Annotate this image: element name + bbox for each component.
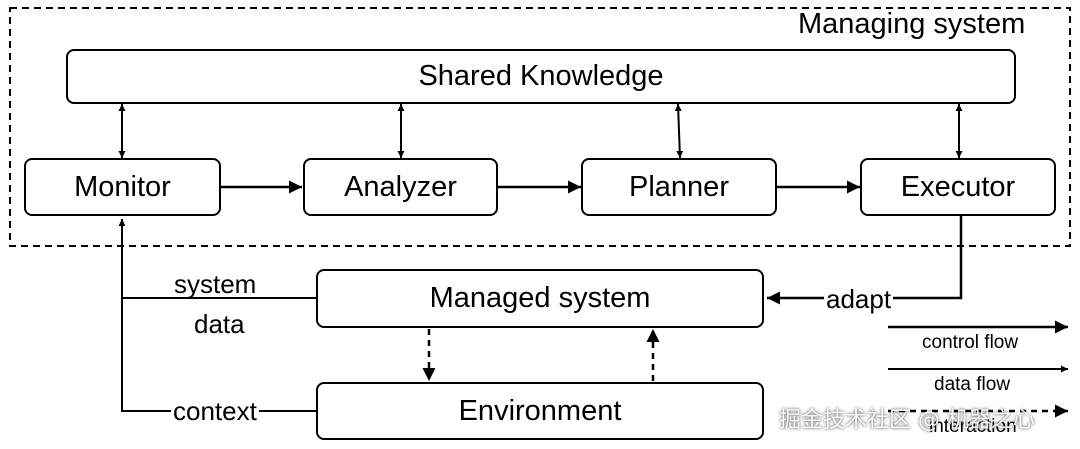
knowledge-planner-arrow (674, 103, 684, 159)
system-data-label-line1: system (172, 269, 259, 299)
system-data-label-line2: data (192, 309, 247, 339)
planner-box: Planner (581, 158, 777, 216)
executor-box: Executor (860, 158, 1056, 216)
watermark: 掘金技术社区 @ 机器之心 (779, 408, 1035, 433)
context-label: context (171, 396, 259, 426)
shared-knowledge-box: Shared Knowledge (66, 49, 1016, 104)
monitor-box: Monitor (24, 158, 221, 216)
managing-system-boundary (9, 7, 1071, 247)
legend-control-flow-label: control flow (922, 332, 1019, 353)
managing-system-label: Managing system (798, 8, 1026, 40)
legend-data-flow-label: data flow (934, 374, 1011, 395)
environment-box: Environment (316, 382, 764, 440)
adapt-label: adapt (824, 284, 894, 314)
managed-system-box: Managed system (316, 269, 764, 328)
legend-interaction-label: interaction (929, 416, 1017, 437)
analyzer-box: Analyzer (303, 158, 498, 216)
